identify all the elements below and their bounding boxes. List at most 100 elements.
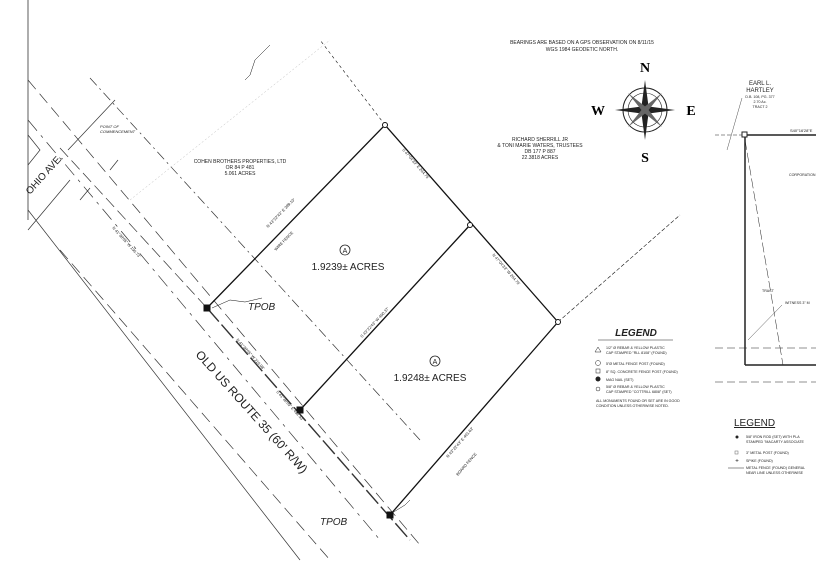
sherrill-boundary-line xyxy=(557,214,681,323)
mag-nail-monument xyxy=(296,406,304,414)
legend-item: 1/2" Ø REBAR & YELLOW PLASTIC xyxy=(606,346,665,350)
legend-item-2: NEAR LINE UNLESS OTHERWISE xyxy=(746,471,804,475)
parcel-area: 1.9239± ACRES xyxy=(312,262,385,273)
ohio-ave-line xyxy=(27,179,71,231)
poc-label: POINT OF xyxy=(100,124,119,129)
bearing-note-2: WGS 1984 GEODETIC NORTH. xyxy=(546,47,618,53)
tpob-leader xyxy=(211,297,263,309)
road-centerline xyxy=(27,119,381,541)
tick-mark xyxy=(79,187,91,201)
owner-name-2: HARTLEY xyxy=(746,88,774,94)
legend-item: 5/8" IRON ROD (SET) WITH PLA xyxy=(746,435,800,439)
north-arrow-compass-icon: N S W E xyxy=(591,61,696,166)
spike-icon xyxy=(735,459,739,462)
wire-fence-label: WIRE FENCE xyxy=(273,230,294,252)
bearing-label: N 43°22'43" E 399.10' xyxy=(265,197,296,229)
corner-monument xyxy=(382,122,388,128)
tpob-monument xyxy=(203,304,211,312)
property-lines xyxy=(129,39,681,519)
legend-footer-2: CONDITION UNLESS OTHERWISE NOTED. xyxy=(596,404,669,408)
bearing-label: S40°16'28"E xyxy=(790,128,813,133)
reference-line xyxy=(744,139,784,366)
legend-item: 8" SQ. CONCRETE FENCE POST (FOUND) xyxy=(606,370,678,374)
parcel-a1-north-line xyxy=(206,124,386,309)
ohio-ave-line-2 xyxy=(67,99,116,151)
corner-monument xyxy=(467,222,473,228)
legend-2: LEGEND 5/8" IRON ROD (SET) WITH PLA STAM… xyxy=(728,418,805,475)
owner-deed: D.B. 108, PG. 377 xyxy=(745,95,774,99)
bearing-label: S 43°22'43" W 400.37' xyxy=(359,306,390,339)
legend-item: SPIKE (FOUND) xyxy=(746,459,773,463)
legend-item-2: CAP STAMPED "COTTRILL 6808" (SET) xyxy=(606,390,672,394)
road-far-edge xyxy=(59,249,331,561)
old-fence-line xyxy=(129,39,331,201)
corner-monument xyxy=(555,319,561,325)
bearing-label: N 47°04'33" W 204.75' xyxy=(491,252,521,286)
adjacent-plat: EARL L. HARTLEY D.B. 108, PG. 377 2.70 A… xyxy=(715,81,816,383)
bearing-label: S 41°38'05" E 432.53' xyxy=(275,389,305,421)
tick-mark xyxy=(109,159,119,171)
compass-s: S xyxy=(641,151,649,166)
metal-post-icon xyxy=(734,450,739,455)
corporation-label: CORPORATION xyxy=(789,173,816,177)
bearing-label: S 47°04'33" E 204.75' xyxy=(401,147,430,180)
square-icon xyxy=(595,368,601,374)
owner-name-2: & TONI MARIE WATERS, TRUSTEES xyxy=(497,143,583,149)
parcel-marker: A xyxy=(343,248,348,255)
poc-label-2: COMMENCEMENT xyxy=(100,129,136,134)
legend-item-2: STAMPED "MACARTY ASSOCIATE xyxy=(746,440,805,444)
road-row-line-front xyxy=(59,147,208,309)
legend-item: 5"Ø METAL FENCE POST (FOUND) xyxy=(606,362,665,366)
poc-leader xyxy=(244,44,271,81)
filled-circle-icon xyxy=(595,376,601,382)
owner-tract: TRACT 2 xyxy=(753,105,768,109)
tpob-monument-2 xyxy=(386,511,394,519)
parcel-a2: A 1.9248± ACRES xyxy=(394,355,467,384)
triangle-icon xyxy=(594,346,602,353)
owner-sherrill: RICHARD SHERRILL JR & TONI MARIE WATERS,… xyxy=(497,137,583,161)
legend-item: 5/8" Ø REBAR & YELLOW PLASTIC xyxy=(606,385,665,389)
road-edge-line xyxy=(27,79,421,546)
owner-name: EARL L. xyxy=(749,81,771,87)
ohio-ave-label: OHIO AVE. xyxy=(24,153,66,197)
legend-item: MAG NAIL (SET) xyxy=(606,378,633,382)
owner-deed: DB 177 P 887 xyxy=(524,149,555,155)
bearing-label: N 41°38'05" W 216.08' xyxy=(235,337,266,370)
bearing-label: N 43°22'43" E 401.62' xyxy=(445,426,475,459)
board-fence-label: BOARD FENCE xyxy=(455,451,478,476)
tpob-label-2: TPOB xyxy=(320,517,348,528)
legend-footer: ALL MONUMENTS FOUND OR SET ARE IN GOOD xyxy=(596,399,680,403)
compass-n: N xyxy=(640,61,650,76)
owner-deed: OR 84 P 481 xyxy=(226,165,255,171)
circle-icon xyxy=(595,360,601,366)
legend-item: METAL FENCE (FOUND) GENERAL xyxy=(746,466,805,470)
tract-label: TRACT xyxy=(762,289,775,293)
road-right-of-way xyxy=(27,0,421,561)
owner-acres: 5.061 ACRES xyxy=(225,171,257,177)
compass-w: W xyxy=(591,104,605,119)
owner-name: RICHARD SHERRILL JR xyxy=(512,137,568,143)
legend-item: 3" METAL POST (FOUND) xyxy=(746,451,789,455)
legend-2-title: LEGEND xyxy=(734,418,775,429)
parcel-area: 1.9248± ACRES xyxy=(394,373,467,384)
parcel-divider-line xyxy=(299,224,471,411)
owner-acres: 22.3818 ACRES xyxy=(522,155,559,161)
legend-item-2: CAP STAMPED "RLL 8108" (FOUND) xyxy=(606,351,667,355)
witness-label: WITNESS 3" M xyxy=(785,301,810,305)
bearing-label: N 41°38'05" W 196.73' xyxy=(111,225,142,258)
parcel-marker: A xyxy=(433,359,438,366)
parcel-a2-south-line xyxy=(389,321,559,516)
iron-rod-icon xyxy=(735,435,739,439)
bearing-note: BEARINGS ARE BASED ON A GPS OBSERVATION … xyxy=(510,40,654,46)
cohen-boundary-line xyxy=(319,39,386,126)
owner-cohen: COHEN BROTHERS PROPERTIES, LTD OR 84 P 4… xyxy=(194,159,287,177)
tpob2-leader xyxy=(391,499,411,514)
compass-e: E xyxy=(686,104,695,119)
ohio-ave-edge xyxy=(27,134,41,166)
legend: LEGEND 1/2" Ø REBAR & YELLOW PLASTIC CAP… xyxy=(594,328,680,408)
small-circle-icon xyxy=(595,386,601,392)
parcel-a1: A 1.9239± ACRES xyxy=(312,244,385,273)
owner-acres: 2.70 Ac. xyxy=(754,100,767,104)
frontage-line xyxy=(206,307,411,541)
